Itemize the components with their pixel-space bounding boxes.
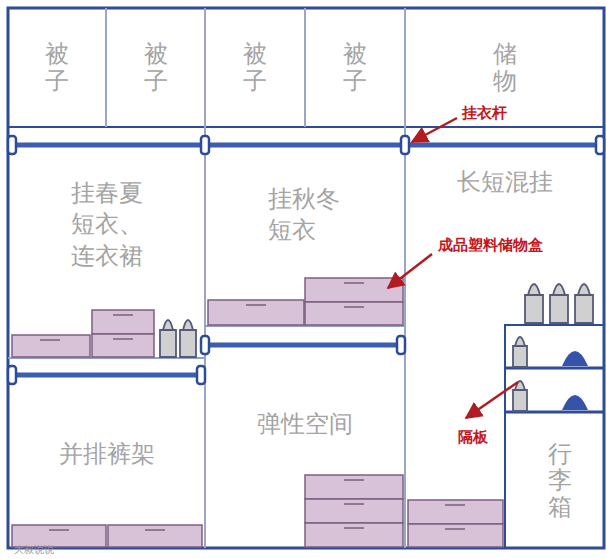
callout-label: 隔板 bbox=[458, 428, 488, 447]
cell-label: 被子 bbox=[45, 41, 69, 94]
cabinet-cell: 挂秋冬短衣 bbox=[215, 170, 395, 260]
bags bbox=[160, 284, 593, 411]
divider bbox=[404, 8, 406, 548]
cell-label: 弹性空间 bbox=[257, 409, 353, 440]
cell-label: 长短混挂 bbox=[457, 167, 553, 198]
cabinet-cell: 被子 bbox=[8, 10, 106, 125]
divider bbox=[105, 8, 107, 127]
box-handles bbox=[40, 283, 465, 530]
cell-label: 并排裤架 bbox=[59, 439, 155, 470]
shoe-rack bbox=[505, 325, 604, 548]
callout-label: 成品塑料储物盒 bbox=[438, 236, 543, 255]
cell-label: 储物 bbox=[493, 41, 517, 94]
cabinet-cell: 被子 bbox=[106, 10, 205, 125]
cabinet-cell: 弹性空间 bbox=[210, 385, 400, 465]
leader-arrows bbox=[388, 118, 518, 418]
divider bbox=[304, 8, 306, 127]
wardrobe-frame bbox=[8, 8, 604, 548]
watermark: 大叔说说 bbox=[14, 543, 54, 557]
cell-label: 行李箱 bbox=[548, 441, 572, 520]
rod-caps bbox=[8, 136, 604, 384]
cabinet-cell: 并排裤架 bbox=[14, 395, 200, 515]
shoes bbox=[562, 351, 588, 410]
cabinet-cell: 被子 bbox=[205, 10, 305, 125]
hanging-rods bbox=[12, 145, 600, 375]
cell-label: 被子 bbox=[144, 41, 168, 94]
cell-label: 被子 bbox=[343, 41, 367, 94]
cabinet-cell: 被子 bbox=[305, 10, 405, 125]
cell-label: 被子 bbox=[243, 41, 267, 94]
callout-label: 挂衣杆 bbox=[462, 104, 507, 123]
cabinet-cell: 长短混挂 bbox=[410, 158, 600, 208]
cabinet-cell: 行李箱 bbox=[520, 418, 600, 543]
divider bbox=[204, 8, 206, 548]
cell-label: 挂秋冬短衣 bbox=[268, 184, 341, 246]
storage-boxes bbox=[12, 278, 503, 547]
cabinet-cell: 挂春夏短衣、连衣裙 bbox=[20, 160, 195, 290]
shelves bbox=[8, 326, 405, 358]
cell-label: 挂春夏短衣、连衣裙 bbox=[71, 178, 144, 272]
